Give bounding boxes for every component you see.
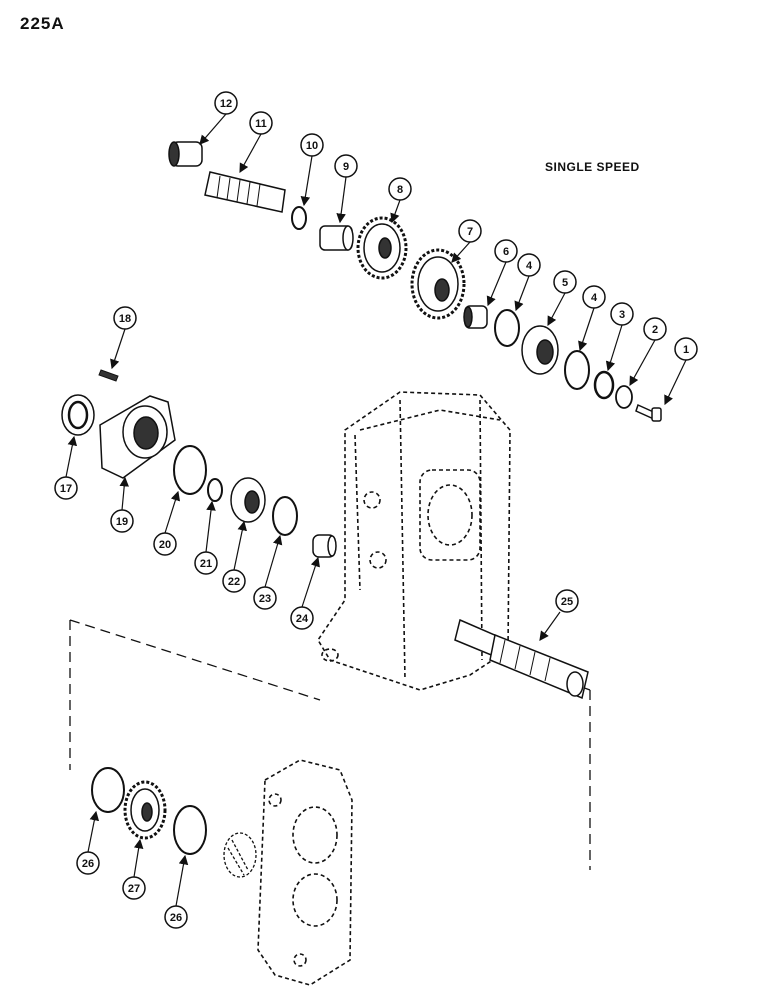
callout-5: 5 (553, 270, 577, 294)
svg-text:1: 1 (683, 344, 689, 356)
callout-21: 21 (194, 551, 218, 575)
shaft-11 (204, 171, 286, 213)
ball-bearing-22 (230, 477, 266, 523)
callout-23: 23 (253, 586, 277, 610)
callout-11: 11 (249, 111, 273, 135)
svg-text:4: 4 (591, 292, 598, 304)
gear-8 (356, 216, 408, 280)
svg-text:7: 7 (467, 226, 473, 238)
svg-text:21: 21 (200, 558, 212, 570)
svg-text:20: 20 (159, 539, 171, 551)
callout-8: 8 (388, 177, 412, 201)
callout-17: 17 (54, 476, 78, 500)
callouts: 1 2 3 4 4 5 6 7 8 9 10 11 12 17 18 19 20… (54, 91, 698, 929)
callout-27: 27 (122, 876, 146, 900)
callout-1: 1 (674, 337, 698, 361)
svg-text:6: 6 (503, 246, 509, 258)
callout-7: 7 (458, 219, 482, 243)
snap-ring-4a (494, 309, 520, 347)
callout-9: 9 (334, 154, 358, 178)
svg-text:2: 2 (652, 324, 658, 336)
leader-lines (65, 113, 687, 907)
callout-22: 22 (222, 569, 246, 593)
assembly-link-line (69, 619, 591, 870)
snap-ring-23 (272, 496, 298, 536)
snap-ring-26b (173, 805, 207, 855)
svg-text:25: 25 (561, 596, 573, 608)
bushing-24 (312, 534, 337, 558)
retainer-19 (99, 395, 176, 479)
svg-text:24: 24 (296, 613, 309, 625)
lower-housing (257, 759, 353, 986)
svg-text:4: 4 (526, 260, 533, 272)
callout-24: 24 (290, 606, 314, 630)
o-ring-20 (173, 445, 207, 495)
spacer-9 (319, 225, 354, 251)
svg-text:26: 26 (82, 858, 94, 870)
svg-text:5: 5 (562, 277, 568, 289)
callout-3: 3 (610, 302, 634, 326)
bolt-1 (635, 403, 662, 422)
washer-2 (615, 385, 633, 409)
svg-text:22: 22 (228, 576, 240, 588)
svg-text:10: 10 (306, 140, 318, 152)
callout-25: 25 (555, 589, 579, 613)
callout-2: 2 (643, 317, 667, 341)
svg-text:26: 26 (170, 912, 182, 924)
snap-ring-4b (564, 350, 590, 390)
bolt-18 (98, 369, 119, 382)
svg-text:18: 18 (119, 313, 131, 325)
callout-6: 6 (494, 239, 518, 263)
seal-17 (61, 394, 95, 436)
svg-text:8: 8 (397, 184, 403, 196)
snap-ring-21 (207, 478, 223, 502)
gear-housing (317, 391, 511, 691)
svg-text:17: 17 (60, 483, 72, 495)
svg-text:11: 11 (255, 118, 267, 130)
washer-3 (593, 370, 615, 400)
svg-text:19: 19 (116, 516, 128, 528)
svg-text:23: 23 (259, 593, 271, 605)
callout-26b: 26 (164, 905, 188, 929)
callout-4a: 4 (517, 253, 541, 277)
ball-bearing-5 (521, 325, 559, 375)
callout-20: 20 (153, 532, 177, 556)
gear-7 (410, 248, 466, 320)
snap-ring-10 (291, 206, 307, 230)
svg-text:3: 3 (619, 309, 625, 321)
output-shaft-25 (454, 618, 589, 700)
callout-10: 10 (300, 133, 324, 157)
svg-text:12: 12 (220, 98, 232, 110)
coupler (223, 832, 257, 878)
gear-27 (123, 780, 167, 840)
svg-text:9: 9 (343, 161, 349, 173)
needle-bearing-12 (168, 141, 203, 167)
callout-4b: 4 (582, 285, 606, 309)
callout-12: 12 (214, 91, 238, 115)
callout-26a: 26 (76, 851, 100, 875)
page-number: 225A (20, 14, 65, 33)
diagram-title: SINGLE SPEED (545, 160, 640, 174)
callout-18: 18 (113, 306, 137, 330)
snap-ring-26a (91, 767, 125, 813)
svg-text:27: 27 (128, 883, 140, 895)
callout-19: 19 (110, 509, 134, 533)
bushing-6 (463, 305, 488, 329)
